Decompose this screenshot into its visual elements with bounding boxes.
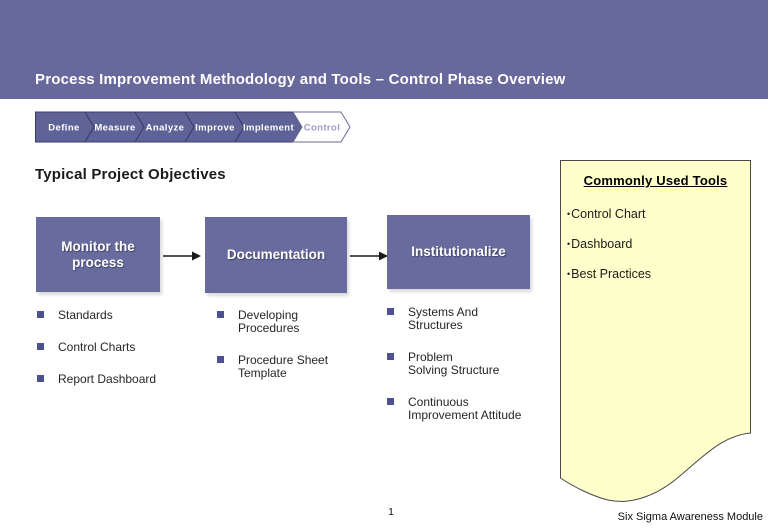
page-number: 1 [388, 506, 394, 518]
bullet-list-documentation: Developing Procedures Procedure Sheet Te… [216, 309, 381, 399]
chevron-step-define: Define [35, 111, 95, 143]
chevron-step-improve: Improve [184, 111, 245, 143]
flow-box-documentation: Documentation [205, 217, 347, 293]
list-item: Developing Procedures [216, 309, 381, 335]
chevron-step-implement: Implement [234, 111, 303, 143]
tool-item: Dashboard [567, 238, 744, 251]
commonly-used-tools-panel: Commonly Used Tools Control Chart Dashbo… [560, 160, 752, 508]
chevron-label: Control [304, 123, 341, 134]
arrow-right-icon [163, 251, 201, 261]
list-item: Problem Solving Structure [386, 351, 551, 377]
section-title: Typical Project Objectives [35, 166, 226, 183]
chevron-label: Improve [195, 123, 235, 134]
list-item: Procedure Sheet Template [216, 354, 381, 380]
chevron-label: Analyze [146, 123, 185, 134]
list-item: Control Charts [36, 341, 201, 354]
module-label: Six Sigma Awareness Module [617, 511, 763, 523]
chevron-label: Define [48, 123, 79, 134]
chevron-step-measure: Measure [84, 111, 145, 143]
list-item: Report Dashboard [36, 373, 201, 386]
tool-item: Best Practices [567, 268, 744, 281]
list-item: Standards [36, 309, 201, 322]
header-band: Process Improvement Methodology and Tool… [0, 0, 768, 99]
chevron-step-analyze: Analyze [134, 111, 195, 143]
list-item: Systems And Structures [386, 306, 551, 332]
flow-box-institutionalize: Institutionalize [387, 215, 530, 289]
chevron-label: Implement [243, 123, 295, 134]
process-flow-chevrons: Define Measure Analyze Improve Implement… [35, 111, 351, 143]
tool-item: Control Chart [567, 208, 744, 221]
slide-title: Process Improvement Methodology and Tool… [35, 71, 566, 88]
chevron-step-control-active: Control [292, 111, 351, 143]
arrow-right-icon [350, 251, 388, 261]
list-item: Continuous Improvement Attitude [386, 396, 551, 422]
chevron-label: Measure [94, 123, 135, 134]
tools-panel-title: Commonly Used Tools [583, 173, 728, 188]
bullet-list-monitor-the-process: Standards Control Charts Report Dashboar… [36, 309, 201, 405]
tools-content: Commonly Used Tools Control Chart Dashbo… [560, 160, 752, 281]
bullet-list-institutionalize: Systems And Structures Problem Solving S… [386, 306, 551, 441]
flow-box-monitor-the-process: Monitor the process [36, 217, 160, 292]
